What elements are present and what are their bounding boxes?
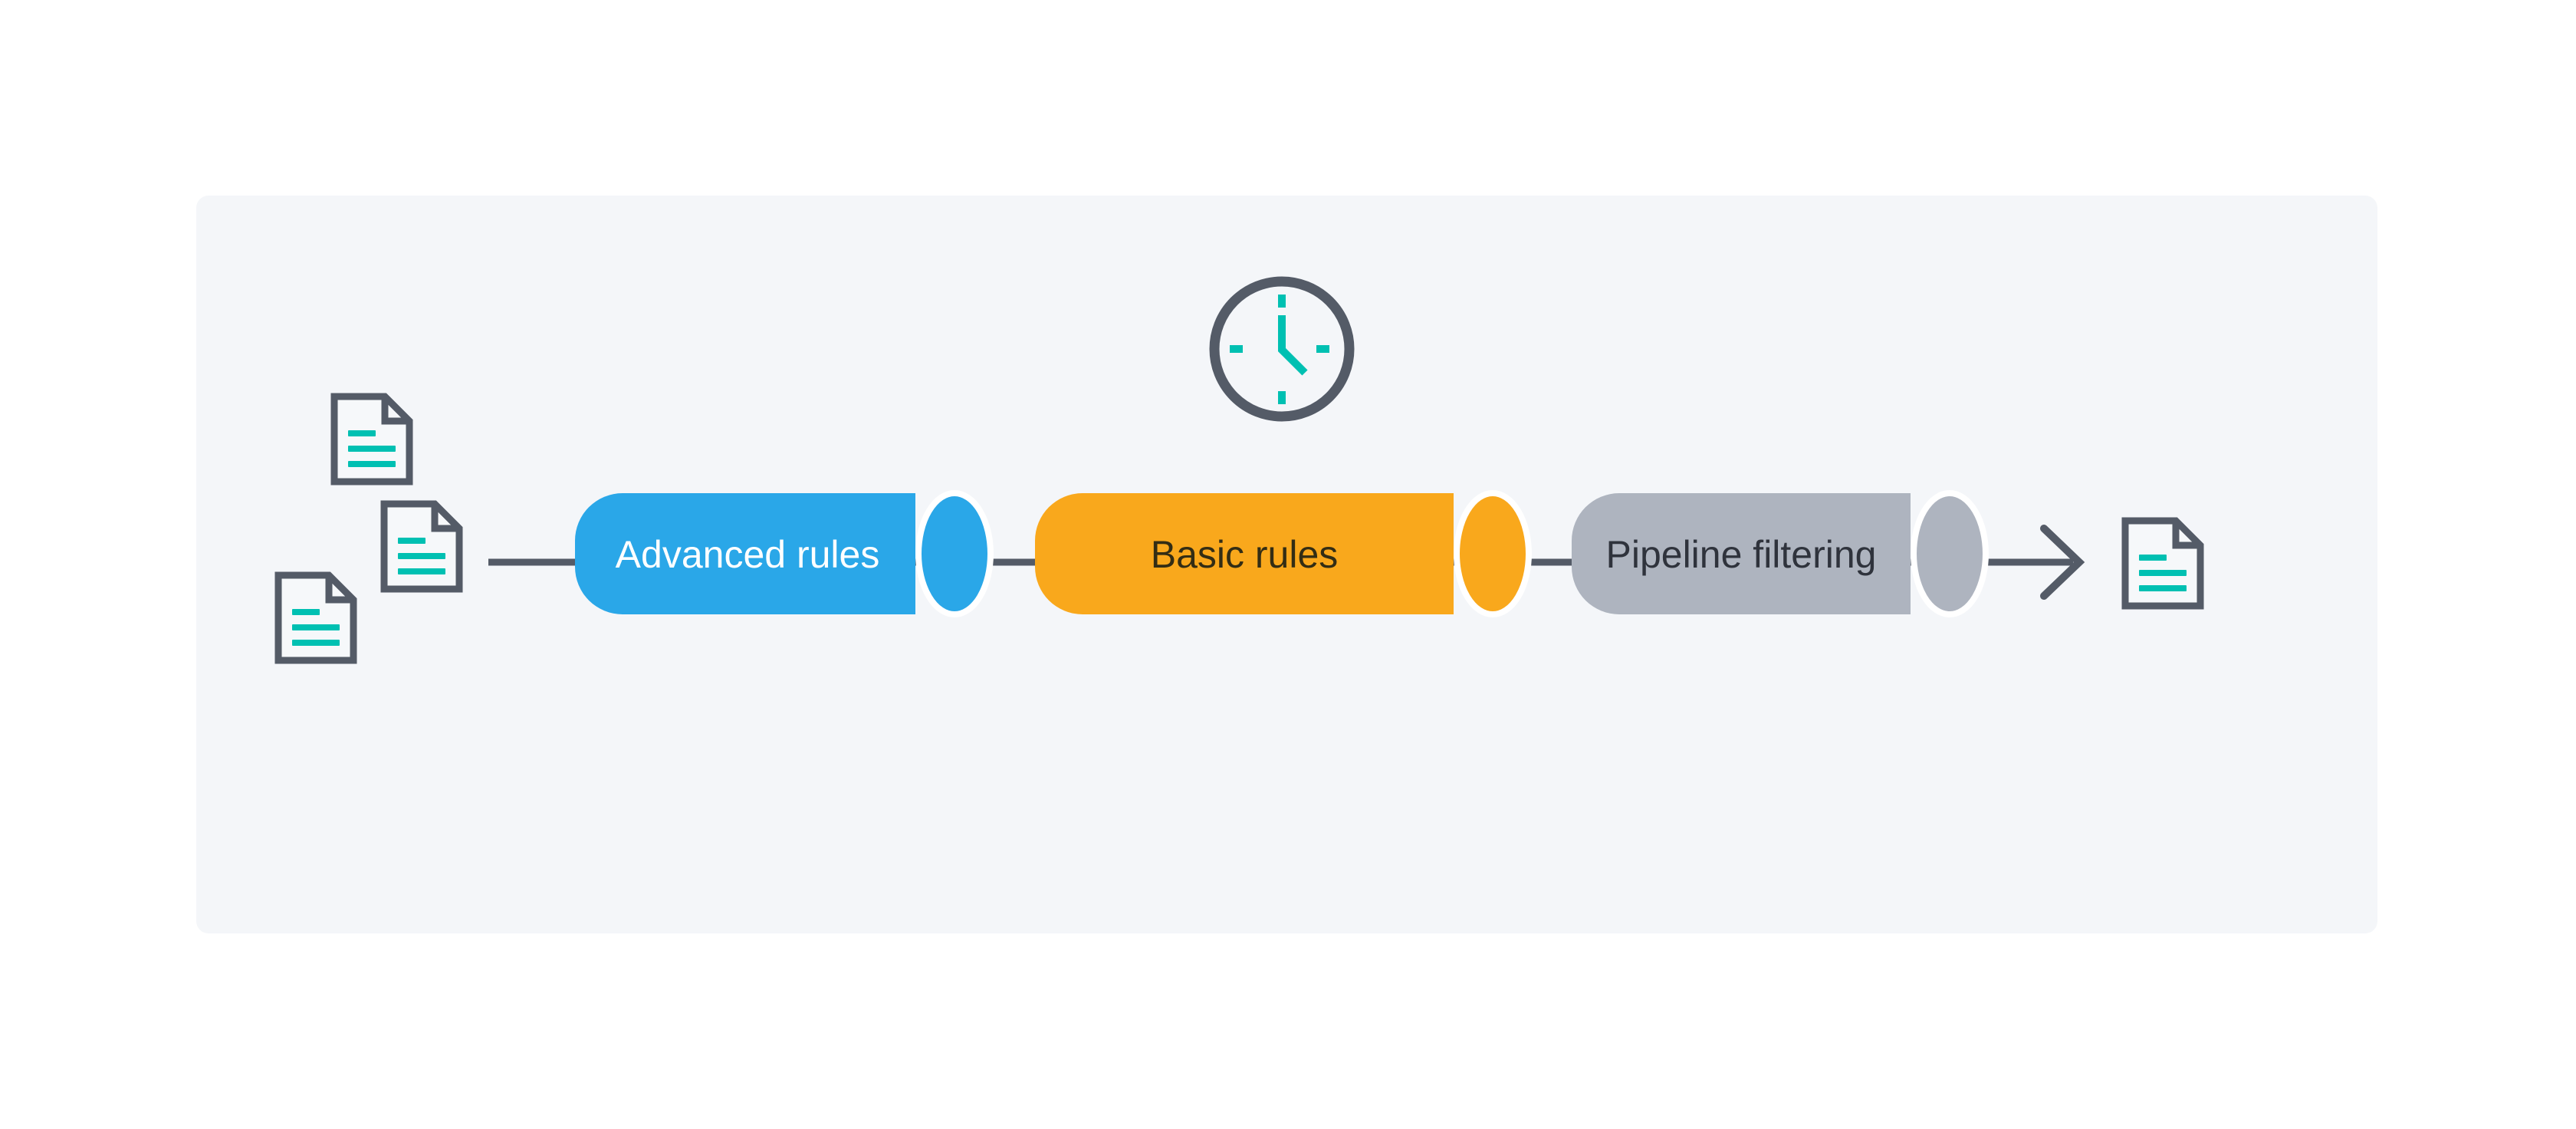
arrowhead-icon (2040, 525, 2085, 600)
stage-basic-rules: Basic rules (1035, 490, 1532, 617)
input-document-icon-1 (334, 397, 409, 482)
stage-body (1572, 493, 1911, 614)
clock-icon (1209, 276, 1355, 422)
clock-hands (1278, 315, 1308, 376)
stage-label: Advanced rules (616, 533, 880, 576)
stage-body (1035, 493, 1454, 614)
clock-tick-3 (1316, 345, 1329, 353)
clock-tick-6 (1278, 391, 1286, 404)
stage-end-cap (1911, 490, 1989, 617)
output-document-icon (2125, 521, 2200, 606)
clock-tick-9 (1230, 345, 1243, 353)
stage-end-cap (1454, 490, 1532, 617)
clock-tick-12 (1278, 295, 1286, 308)
stage-end-cap (915, 490, 994, 617)
clock-ring (1209, 276, 1355, 422)
stage-label: Pipeline filtering (1606, 533, 1877, 576)
stage-advanced-rules: Advanced rules (575, 490, 994, 617)
input-document-icon-2 (384, 504, 459, 589)
input-document-icon-3 (278, 575, 353, 660)
stage-label: Basic rules (1151, 533, 1339, 576)
stage-body (575, 493, 915, 614)
stage-pipeline-filtering: Pipeline filtering (1572, 490, 1989, 617)
